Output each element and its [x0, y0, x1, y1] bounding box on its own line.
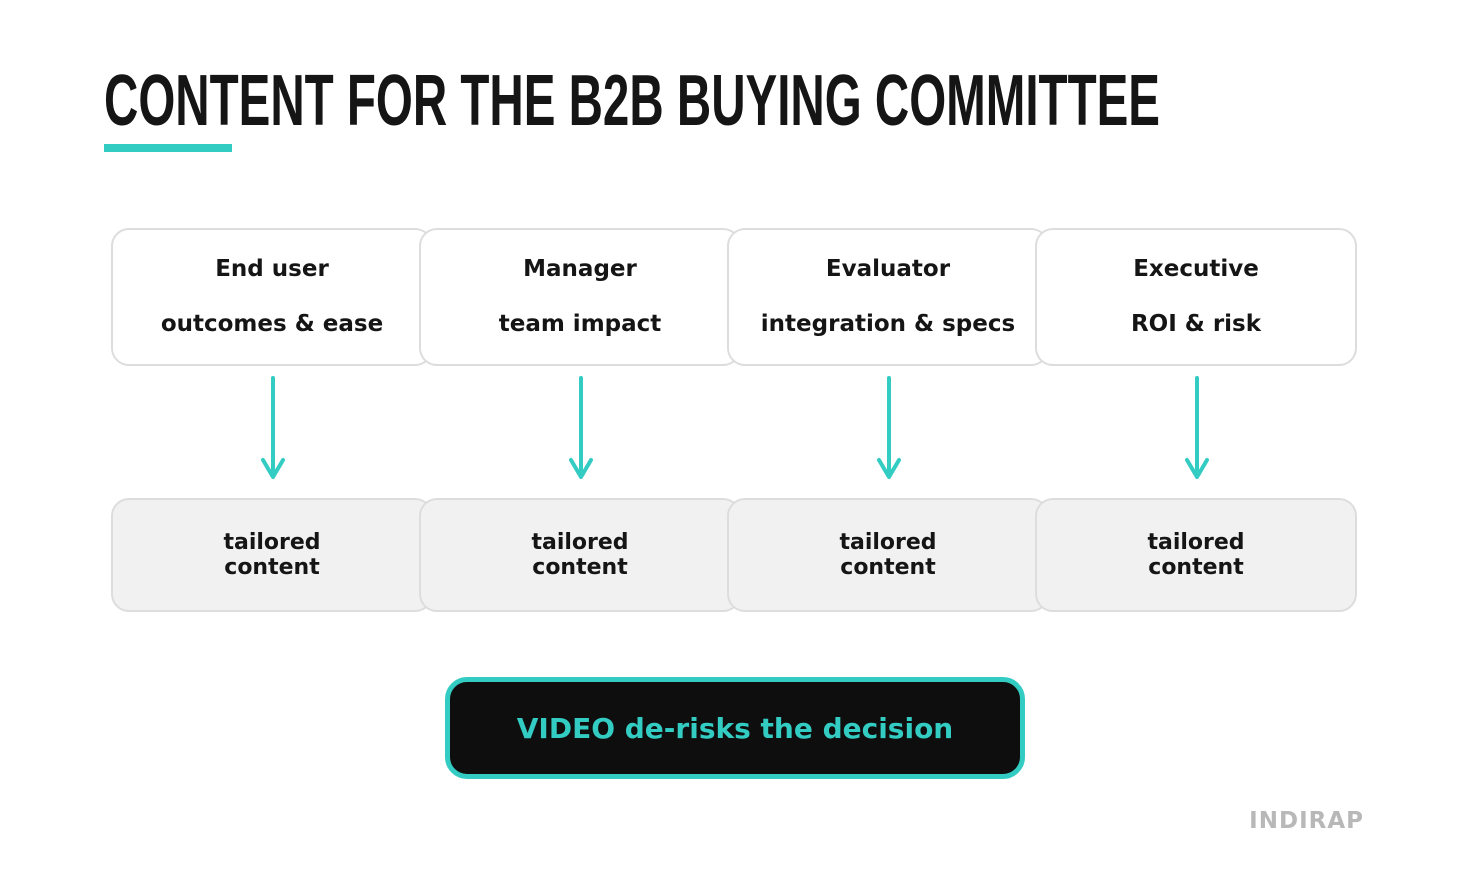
content-box-end-user: tailored content [111, 498, 433, 612]
role-name: End user [215, 256, 329, 282]
content-box-evaluator: tailored content [727, 498, 1049, 612]
content-label: tailored content [531, 530, 629, 580]
arrow-down-icon [261, 376, 285, 479]
role-focus: team impact [498, 311, 662, 337]
role-focus: outcomes & ease [160, 311, 384, 337]
arrow-down-icon [569, 376, 593, 479]
role-focus: integration & specs [760, 311, 1016, 337]
video-callout-label: VIDEO de-risks the decision [516, 711, 954, 745]
role-box-evaluator: Evaluator integration & specs [727, 228, 1049, 366]
role-name: Executive [1133, 256, 1259, 282]
role-box-executive: Executive ROI & risk [1035, 228, 1357, 366]
arrow-down-icon [1185, 376, 1209, 479]
content-label: tailored content [839, 530, 937, 580]
video-callout: VIDEO de-risks the decision [445, 677, 1025, 779]
content-box-manager: tailored content [419, 498, 741, 612]
content-box-executive: tailored content [1035, 498, 1357, 612]
role-name: Evaluator [825, 256, 951, 282]
arrow-down-icon [877, 376, 901, 479]
page-title: CONTENT FOR THE B2B BUYING COMMITTEE [104, 61, 1160, 141]
brand-logo: INDIRAP [1249, 808, 1364, 834]
content-label: tailored content [1147, 530, 1245, 580]
role-box-end-user: End user outcomes & ease [111, 228, 433, 366]
title-underline [104, 144, 232, 152]
role-name: Manager [523, 256, 637, 282]
content-label: tailored content [223, 530, 321, 580]
role-focus: ROI & risk [1130, 311, 1262, 337]
role-box-manager: Manager team impact [419, 228, 741, 366]
